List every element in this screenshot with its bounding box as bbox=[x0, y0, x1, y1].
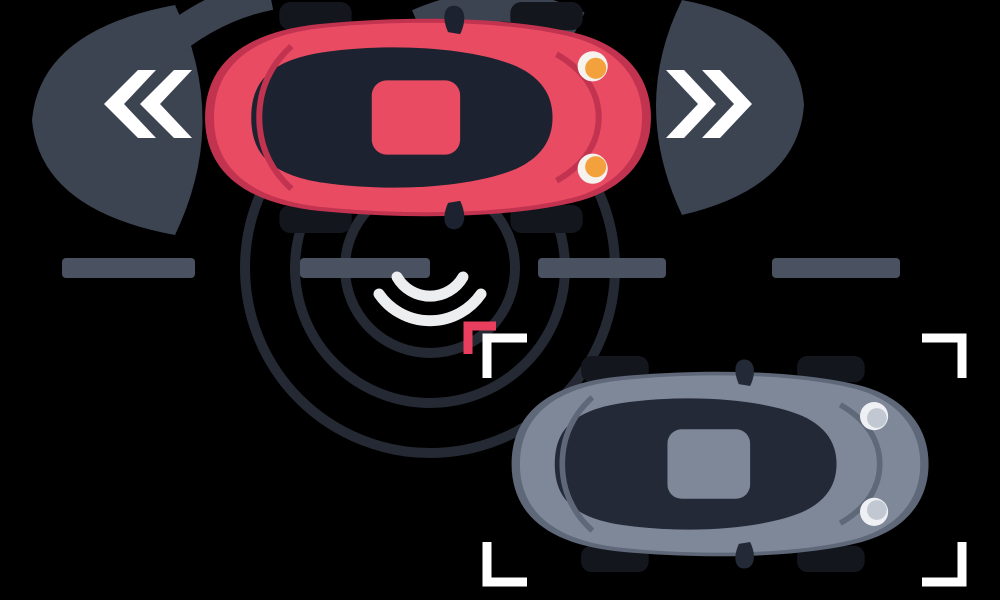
frame-corner-bottom-left bbox=[482, 542, 527, 587]
lane-dash bbox=[62, 258, 195, 278]
frame-corner-top-left bbox=[482, 333, 527, 378]
lane-dash bbox=[772, 258, 900, 278]
chevron-right bbox=[702, 70, 752, 138]
lane-dash bbox=[300, 258, 430, 278]
left-sensor-fan bbox=[32, 5, 203, 235]
detection-frame bbox=[482, 333, 967, 587]
chevron-left bbox=[140, 70, 192, 138]
top-left-sensor-arc bbox=[149, 0, 274, 63]
sonar-arcs-icon bbox=[373, 271, 487, 327]
chevron-left bbox=[104, 70, 156, 138]
red-car bbox=[205, 2, 651, 233]
lane-dash bbox=[538, 258, 666, 278]
sonar-arc-large bbox=[373, 288, 487, 327]
left-chevrons-icon bbox=[104, 70, 192, 138]
right-chevrons-icon bbox=[666, 70, 752, 138]
right-sensor-fan bbox=[656, 0, 804, 215]
lane-dashes bbox=[62, 258, 900, 278]
target-corner-marker bbox=[463, 321, 496, 354]
chevron-right bbox=[666, 70, 716, 138]
frame-corner-top-right bbox=[922, 333, 967, 378]
frame-corner-bottom-right bbox=[922, 542, 967, 587]
gray-car bbox=[511, 356, 929, 572]
sonar-arc-small bbox=[391, 271, 469, 302]
